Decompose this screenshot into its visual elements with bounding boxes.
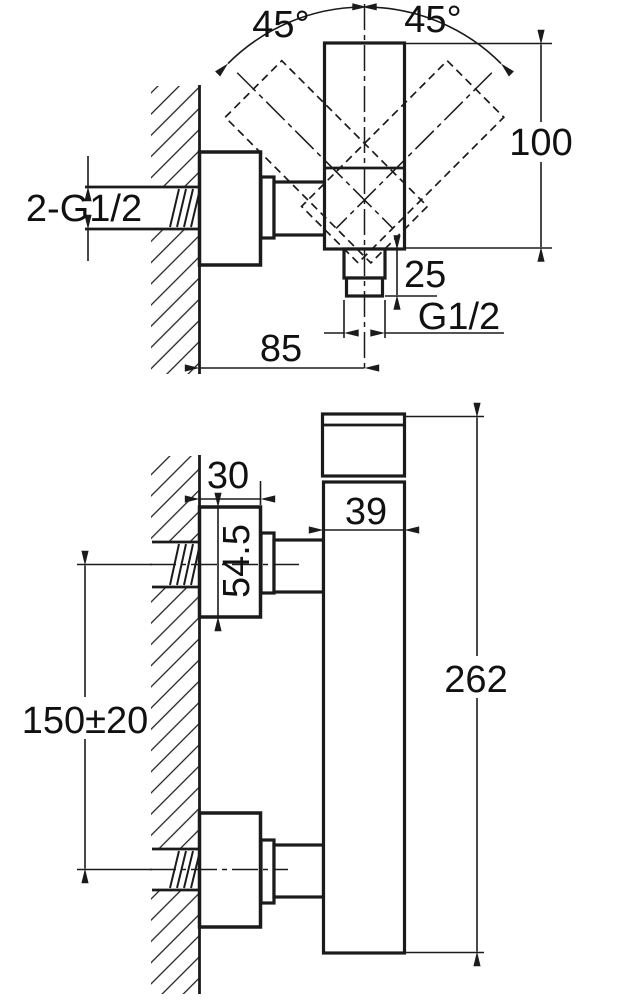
dimension-inlet-thread: 2-G1/2 [26, 156, 142, 261]
label-dim-54-5: 54.5 [216, 524, 258, 598]
dimension-wall-to-axis: 85 [184, 328, 380, 372]
connector-pipe [272, 180, 328, 237]
escutcheon [197, 150, 263, 267]
label-dim-30: 30 [207, 455, 249, 497]
label-dim-25: 25 [404, 254, 446, 296]
label-dim-39: 39 [345, 491, 387, 533]
label-dim-100: 100 [509, 122, 572, 164]
label-angle-left: 45° [252, 4, 309, 46]
wall-hatch [151, 890, 199, 994]
escutcheon-upper [197, 505, 263, 619]
dimension-outlet-length: 25 [385, 235, 446, 310]
dimension-overall-height: 262 [406, 402, 508, 967]
wall-hatch [151, 456, 199, 542]
dimension-body-width: 39 [308, 491, 420, 534]
wall-hatch [151, 86, 199, 187]
connector-lower [259, 838, 326, 905]
body-cap [320, 412, 407, 478]
wall-hatch [151, 587, 199, 849]
valve-body [321, 480, 407, 955]
dimension-angle-left: 45° [215, 3, 377, 77]
dimension-outlet-thread: G1/2 [324, 296, 504, 338]
dimension-escutcheon-height: 54.5 [214, 492, 258, 632]
connector-upper [259, 531, 326, 595]
dimension-escutcheon-depth: 30 [184, 455, 276, 505]
body-rotated-right [300, 59, 506, 265]
label-dim-150-20: 150±20 [22, 700, 149, 742]
label-dim-85: 85 [260, 328, 302, 370]
dimension-inlet-spacing: 150±20 [22, 550, 152, 884]
body-rotated-left [223, 59, 429, 265]
label-outlet-thread: G1/2 [418, 296, 500, 338]
side-view: 30 54.5 39 150±20 262 [22, 402, 508, 994]
label-inlet-thread: 2-G1/2 [26, 188, 142, 230]
connector-nut [259, 175, 276, 240]
dimension-angle-right: 45° [352, 0, 514, 77]
dimension-body-height: 100 [405, 29, 573, 262]
label-angle-right: 45° [404, 0, 461, 41]
top-view: 45° 45° 100 25 G1/2 [26, 0, 573, 374]
wall-hatch [151, 229, 199, 374]
label-dim-262: 262 [444, 659, 507, 701]
